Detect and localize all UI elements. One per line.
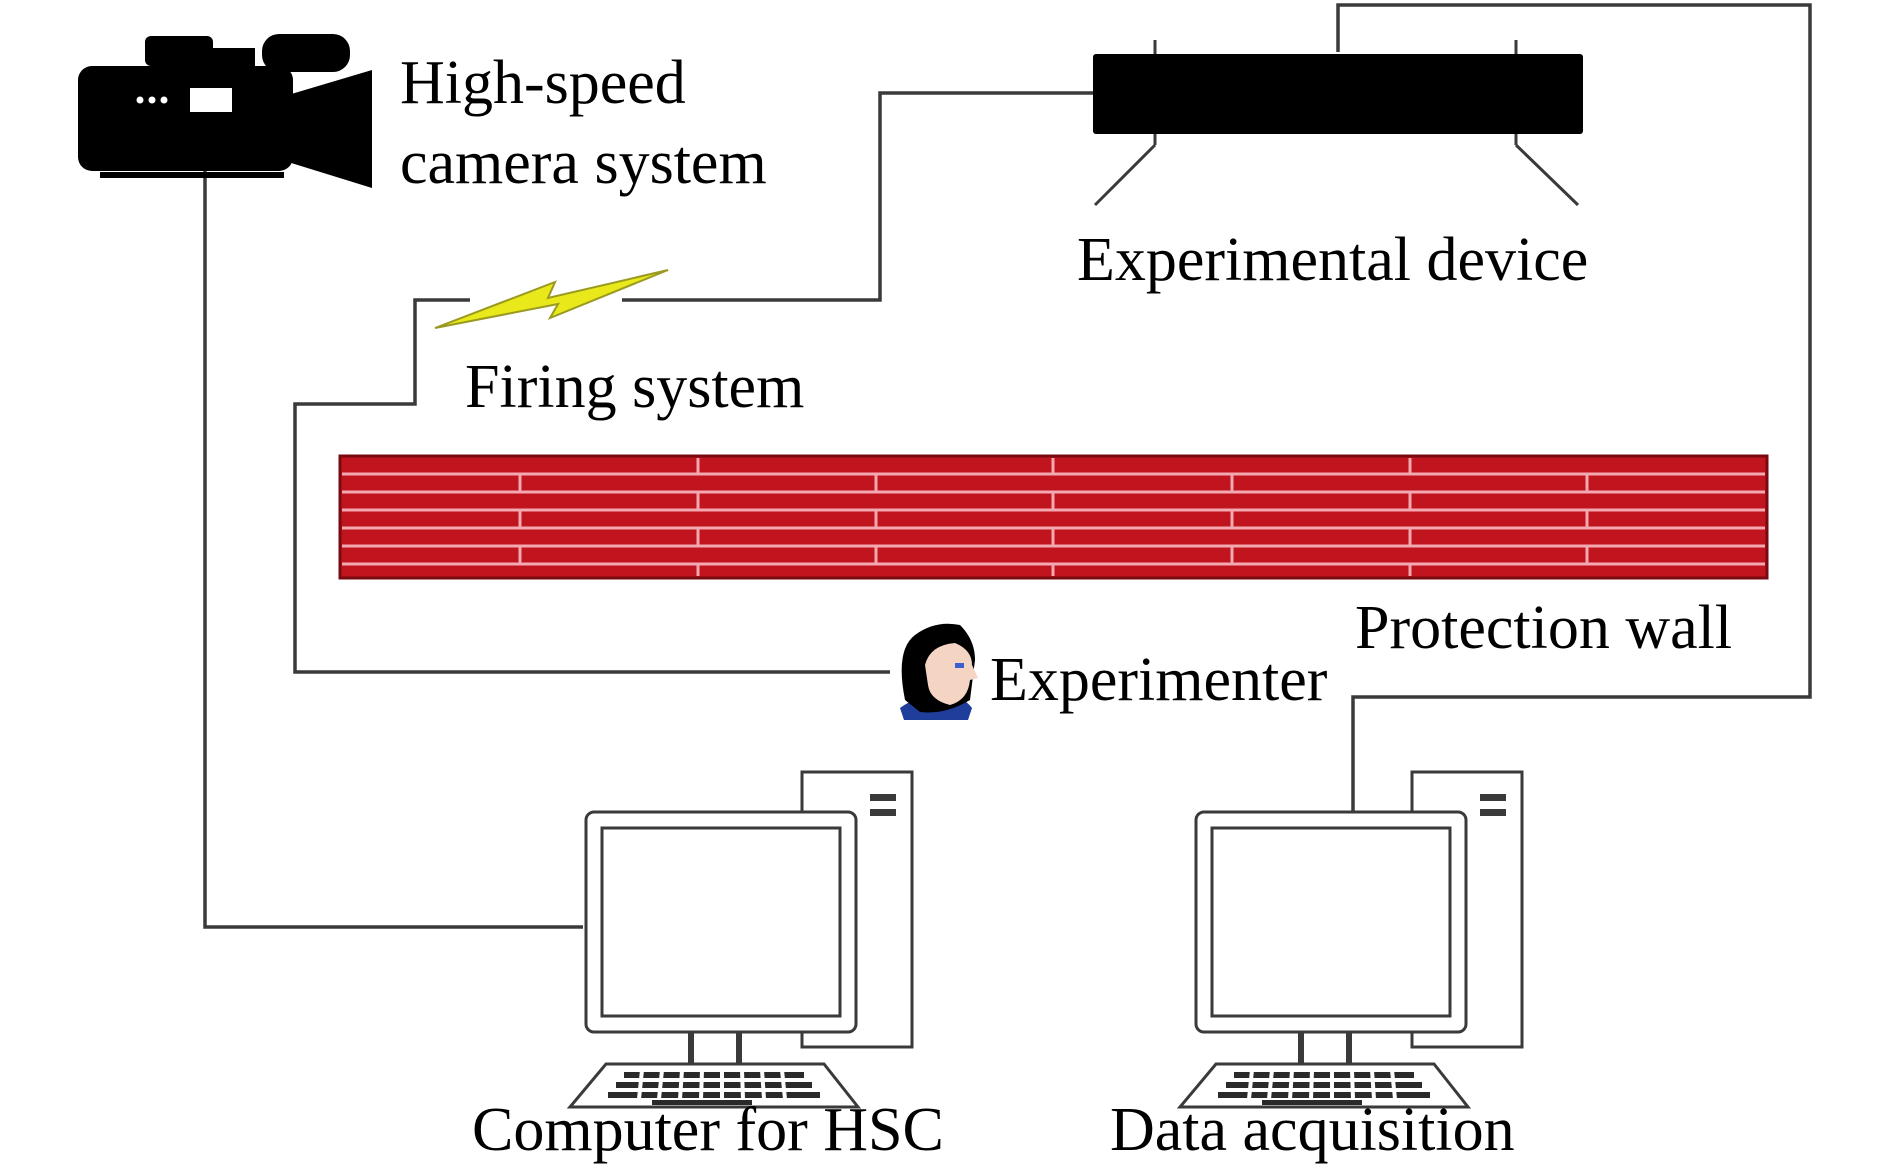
firing-to-device-line [622, 91, 1095, 302]
brick-wall-icon [338, 454, 1769, 580]
experimental-device-icon [1093, 40, 1583, 207]
desktop-computer-icon [568, 770, 914, 1109]
desktop-computer-icon [1178, 770, 1524, 1109]
firing-system-label: Firing system [465, 353, 804, 421]
camera-to-computer-line [203, 170, 583, 929]
experimental-device-label: Experimental device [1077, 226, 1588, 294]
firing-to-experimenter-line [293, 298, 890, 674]
lightning-bolt-icon [434, 269, 669, 329]
data-acquisition-label: Data acquisition [1110, 1096, 1515, 1164]
person-head-icon [900, 623, 978, 720]
device-to-daq-line [1336, 3, 1812, 815]
camera-label-line-2: camera system [400, 129, 767, 197]
computer-hsc-label: Computer for HSC [472, 1096, 944, 1164]
camera-label: High-speed camera system [400, 49, 767, 197]
camera-label-line-1: High-speed [400, 49, 686, 117]
connection-lines [203, 3, 1812, 929]
experimenter-label: Experimenter [990, 646, 1328, 714]
video-camera-icon [78, 34, 372, 188]
protection-wall-label: Protection wall [1355, 594, 1732, 662]
